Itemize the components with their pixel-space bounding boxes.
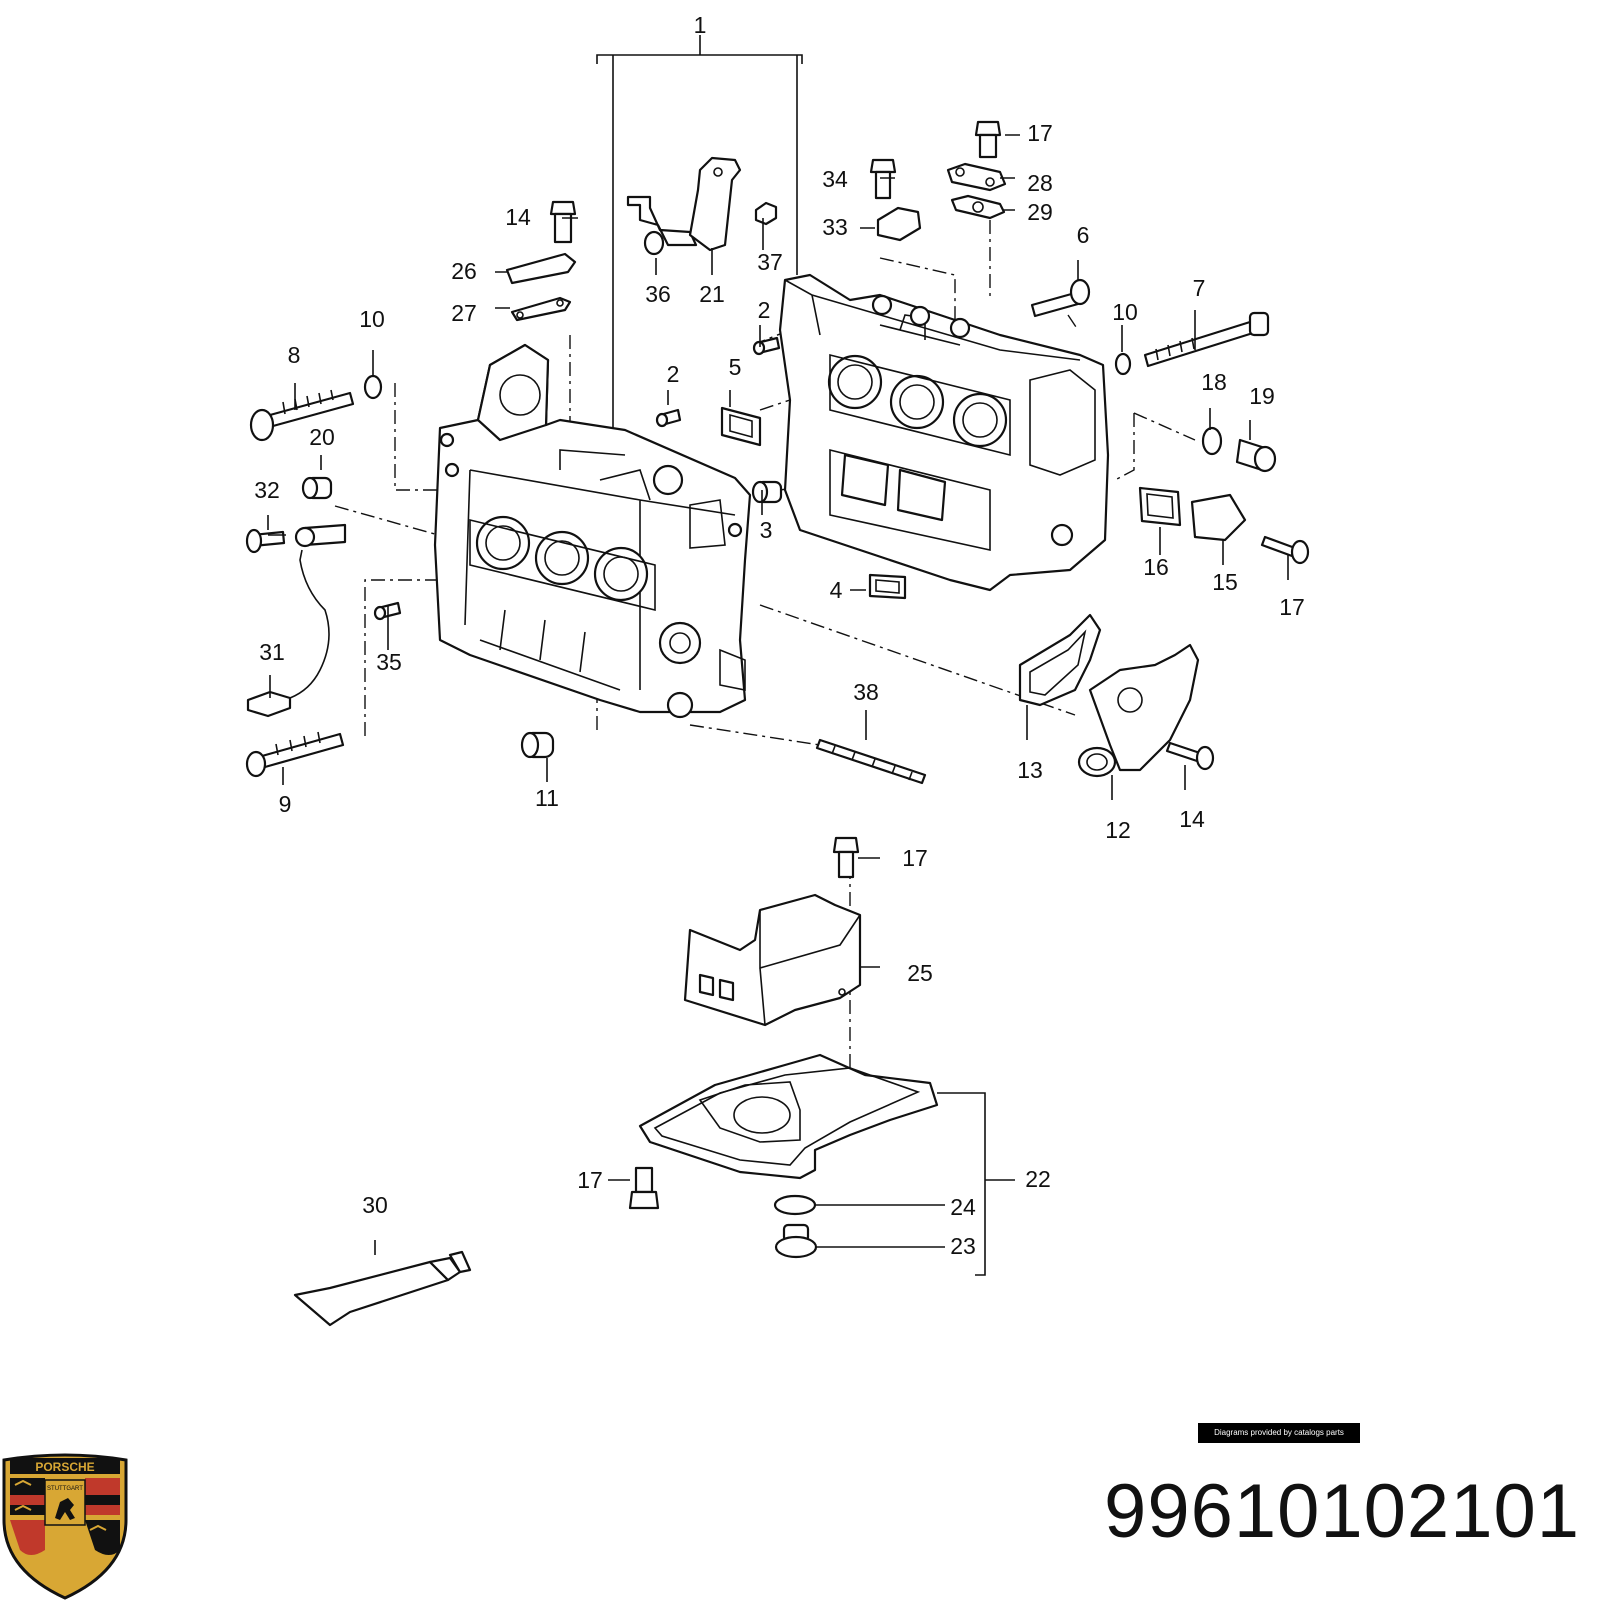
- bracket-21: [626, 156, 742, 252]
- bolt-14-right: [1165, 741, 1215, 771]
- nut-36: [643, 230, 665, 256]
- callout-16: 16: [1143, 554, 1169, 580]
- callout-36: 36: [645, 281, 671, 307]
- callout-9: 9: [279, 791, 292, 817]
- gasket-16: [1138, 486, 1182, 527]
- callout-2b: 2: [758, 297, 771, 323]
- dowel-2-left: [655, 408, 682, 428]
- cover-15: [1190, 493, 1247, 542]
- callout-21: 21: [699, 281, 725, 307]
- callout-1: 1: [694, 12, 707, 38]
- nut-37: [754, 201, 778, 226]
- callout-17d: 17: [577, 1167, 603, 1193]
- seal-ring-10: [363, 374, 383, 400]
- callout-18: 18: [1201, 369, 1227, 395]
- callout-24: 24: [950, 1194, 976, 1220]
- crankcase-left-half: [433, 343, 752, 719]
- gasket-13: [1018, 613, 1102, 707]
- callout-3: 3: [760, 517, 773, 543]
- callout-2: 2: [667, 361, 680, 387]
- callout-8: 8: [288, 342, 301, 368]
- bolt-8: [249, 389, 355, 442]
- gasket-29: [950, 194, 1006, 220]
- plug-19: [1235, 438, 1277, 473]
- callout-14b: 14: [1179, 806, 1205, 832]
- oil-pan-gasket-22: [638, 1053, 939, 1180]
- crankcase-right-half: [778, 273, 1110, 592]
- callout-30: 30: [362, 1192, 388, 1218]
- callout-37: 37: [757, 249, 783, 275]
- water-pump-12: [1077, 643, 1200, 778]
- callout-10: 10: [359, 306, 385, 332]
- stud-38: [815, 738, 927, 785]
- sleeve-3: [751, 480, 783, 504]
- callout-4: 4: [830, 577, 843, 603]
- bolt-17-lower-top: [832, 836, 860, 879]
- sleeve-11: [520, 731, 555, 759]
- bolt-34: [869, 158, 897, 200]
- callout-20: 20: [309, 424, 335, 450]
- callout-15: 15: [1212, 569, 1238, 595]
- callout-28: 28: [1027, 170, 1053, 196]
- callout-31: 31: [259, 639, 285, 665]
- plate-26: [505, 252, 577, 285]
- svg-text:PORSCHE: PORSCHE: [35, 1460, 94, 1474]
- seal-ring-24: [773, 1194, 817, 1216]
- sensor-31: [246, 523, 347, 718]
- porsche-crest-logo: PORSCHE STUTTGART: [2, 1453, 128, 1600]
- drain-plug-23: [774, 1223, 818, 1259]
- svg-text:STUTTGART: STUTTGART: [47, 1486, 83, 1492]
- sleeve-20: [301, 476, 333, 500]
- part-number: 99610102101: [1104, 1469, 1580, 1554]
- callout-19: 19: [1249, 383, 1275, 409]
- callout-35: 35: [376, 649, 402, 675]
- callout-14: 14: [505, 204, 531, 230]
- callout-25: 25: [907, 960, 933, 986]
- seal-ring-18: [1201, 426, 1223, 456]
- callout-32: 32: [254, 477, 280, 503]
- seal-ring-10-right: [1114, 352, 1132, 376]
- bolt-32: [245, 528, 286, 554]
- bolt-17-lower: [628, 1166, 660, 1210]
- callout-13: 13: [1017, 757, 1043, 783]
- callout-26: 26: [451, 258, 477, 284]
- callout-12: 12: [1105, 817, 1131, 843]
- callout-5: 5: [729, 354, 742, 380]
- callout-17b: 17: [1279, 594, 1305, 620]
- callout-22: 22: [1025, 1166, 1051, 1192]
- callout-10b: 10: [1112, 299, 1138, 325]
- callout-34: 34: [822, 166, 848, 192]
- dowel-35: [373, 601, 402, 621]
- callout-29: 29: [1027, 199, 1053, 225]
- gasket-27: [510, 296, 572, 322]
- callout-11: 11: [535, 785, 559, 811]
- sensor-33: [876, 206, 922, 242]
- bolt-7: [1143, 311, 1270, 368]
- gasket-4: [868, 573, 907, 600]
- bolt-14-top: [549, 200, 577, 244]
- flange-28: [946, 162, 1007, 192]
- gasket-5: [720, 406, 762, 447]
- callout-6: 6: [1077, 222, 1090, 248]
- sealant-tube-30: [293, 1250, 472, 1327]
- callout-7: 7: [1193, 275, 1206, 301]
- bolt-17-right: [1260, 535, 1310, 565]
- dowel-2-right: [752, 336, 781, 356]
- diagram-credit-label: Diagrams provided by catalogs parts: [1198, 1423, 1360, 1443]
- oil-baffle-25: [683, 893, 862, 1027]
- callout-17c: 17: [902, 845, 928, 871]
- bolt-6: [1030, 278, 1091, 318]
- callout-23: 23: [950, 1233, 976, 1259]
- callout-27: 27: [451, 300, 477, 326]
- callout-33: 33: [822, 214, 848, 240]
- callout-38: 38: [853, 679, 879, 705]
- bolt-9: [245, 731, 345, 778]
- callout-17a: 17: [1027, 120, 1053, 146]
- bolt-17-top: [974, 120, 1002, 159]
- assembly-bracket-1: [596, 54, 803, 64]
